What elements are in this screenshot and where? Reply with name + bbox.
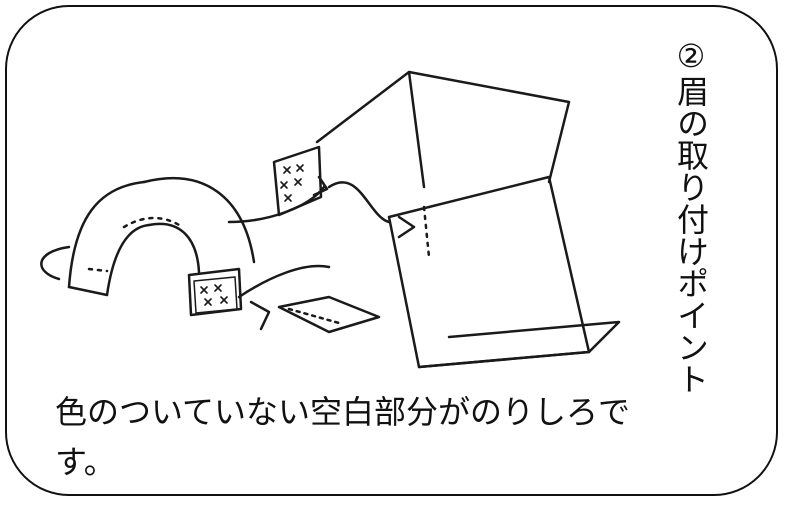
instruction-card: ②眉の取り付けポイント 色のついていない空白部分がのりしろです。	[5, 5, 778, 496]
box-side-tab	[272, 145, 323, 217]
sketch-illustration	[40, 70, 621, 369]
arch-outer-top	[142, 177, 256, 264]
box-front	[387, 175, 591, 369]
caption-text: 色のついていない空白部分がのりしろです。	[55, 393, 631, 481]
arch-inner-left	[105, 223, 151, 297]
paper-craft-sketch	[29, 47, 649, 377]
box-top	[315, 70, 571, 184]
step-title: ②眉の取り付けポイント	[672, 37, 710, 395]
arch-outer-left	[67, 180, 146, 289]
arch-foot-left	[67, 285, 109, 297]
arch-foot-right	[187, 267, 243, 317]
arch-inner-top	[147, 222, 201, 274]
